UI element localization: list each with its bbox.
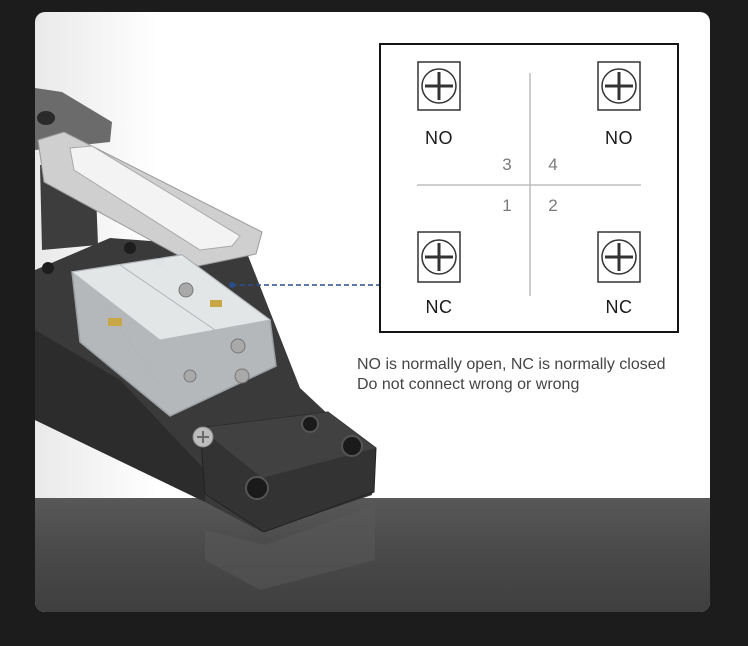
terminal-label-top-left: NO [425, 128, 453, 148]
body-hole [42, 262, 54, 274]
terminal-screw [234, 368, 250, 384]
terminal-label-bottom-right: NC [605, 297, 633, 317]
product-card: NO NO NC NC 3 4 1 2 NO is normally open,… [35, 12, 710, 612]
brass-contact [210, 300, 222, 307]
terminal-number-1: 1 [502, 196, 512, 215]
terminal-screw-icon [597, 231, 641, 283]
switch-body-side [35, 330, 205, 502]
wiring-note-line-2: Do not connect wrong or wrong [357, 376, 580, 393]
brass-contact [108, 318, 122, 326]
body-hole [124, 242, 136, 254]
terminal-number-2: 2 [548, 196, 558, 215]
terminal-screw [183, 369, 197, 383]
lever-slot [69, 145, 241, 251]
base-screw-slot [197, 431, 209, 443]
limit-switch-illustration [35, 88, 379, 590]
wiring-note: NO is normally open, NC is normally clos… [357, 355, 702, 395]
terminal-label-top-right: NO [605, 128, 633, 148]
terminal-label-bottom-left: NC [425, 297, 453, 317]
product-reflection [205, 505, 375, 590]
top-bolt [37, 111, 55, 125]
mount-hole [341, 435, 363, 457]
terminal-screw [178, 282, 194, 298]
terminal-number-4: 4 [548, 155, 558, 174]
leader-dot [229, 282, 235, 288]
terminal-number-3: 3 [502, 155, 512, 174]
mounting-base-top [200, 412, 376, 478]
mount-hole [301, 415, 319, 433]
wiring-diagram: NO NO NC NC 3 4 1 2 [379, 43, 679, 333]
terminal-screw-icon [417, 231, 461, 283]
wiring-note-line-1: NO is normally open, NC is normally clos… [357, 356, 666, 373]
switch-cover-top [70, 254, 272, 341]
terminal-screw-icon [417, 61, 461, 111]
mount-hole [245, 476, 269, 500]
terminal-screw-icon [597, 61, 641, 111]
wiring-diagram-graphics [417, 61, 641, 296]
terminal-screw [230, 338, 246, 354]
